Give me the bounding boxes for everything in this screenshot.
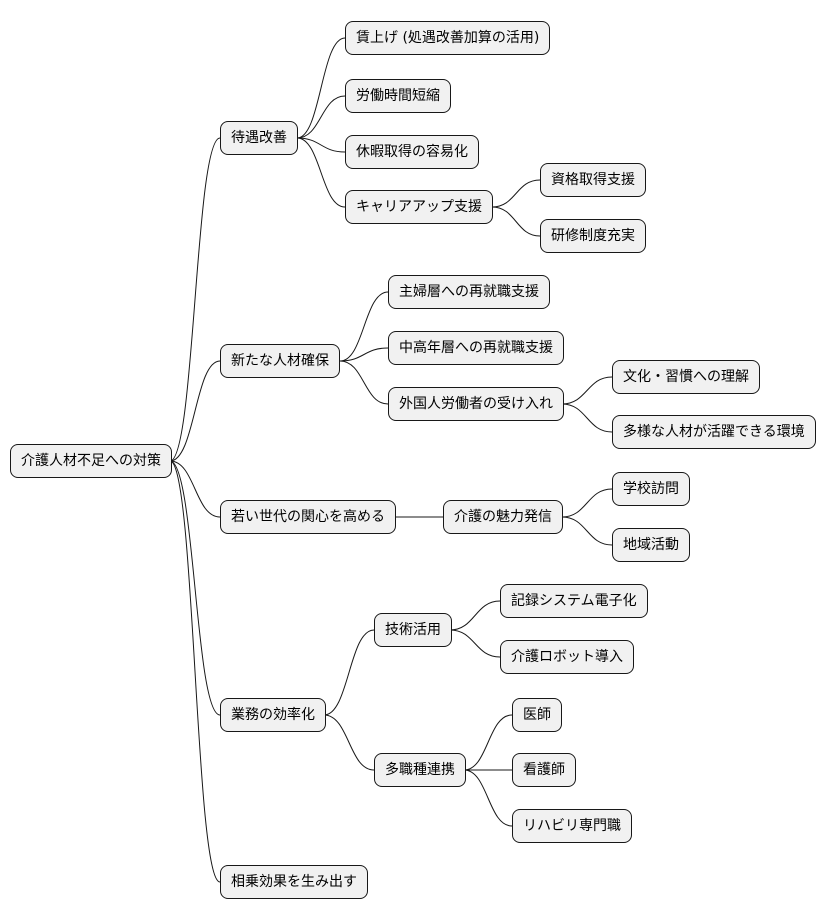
node-qualification-support: 資格取得支援 (540, 163, 646, 197)
node-technology-use: 技術活用 (374, 613, 452, 647)
node-nurse: 看護師 (512, 753, 576, 787)
node-shorter-hours: 労働時間短縮 (345, 79, 451, 113)
branch-synergy: 相乗効果を生み出す (220, 865, 368, 899)
node-training-program: 研修制度充実 (540, 219, 646, 253)
node-homemaker-reemployment: 主婦層への再就職支援 (388, 275, 550, 309)
node-care-robots: 介護ロボット導入 (500, 640, 634, 674)
node-wage-increase: 賃上げ (処遇改善加算の活用) (345, 21, 551, 55)
node-digital-records: 記録システム電子化 (500, 584, 648, 618)
node-cultural-understanding: 文化・習慣への理解 (612, 360, 760, 394)
node-doctor: 医師 (512, 698, 562, 732)
node-care-appeal: 介護の魅力発信 (443, 500, 563, 534)
branch-young-generation: 若い世代の関心を高める (220, 500, 396, 534)
node-diverse-environment: 多様な人材が活躍できる環境 (612, 415, 816, 449)
node-career-support: キャリアアップ支援 (345, 190, 493, 224)
node-interprofessional: 多職種連携 (374, 753, 466, 787)
root-node: 介護人材不足への対策 (10, 444, 172, 478)
node-community-activities: 地域活動 (612, 528, 690, 562)
branch-treatment-improvement: 待遇改善 (220, 121, 298, 155)
branch-new-talent: 新たな人材確保 (220, 344, 340, 378)
node-school-visits: 学校訪問 (612, 472, 690, 506)
node-rehab-specialist: リハビリ専門職 (512, 809, 632, 843)
node-easier-leave: 休暇取得の容易化 (345, 135, 479, 169)
node-middle-aged-reemployment: 中高年層への再就職支援 (388, 331, 564, 365)
node-foreign-workers: 外国人労働者の受け入れ (388, 387, 564, 421)
branch-efficiency: 業務の効率化 (220, 698, 326, 732)
